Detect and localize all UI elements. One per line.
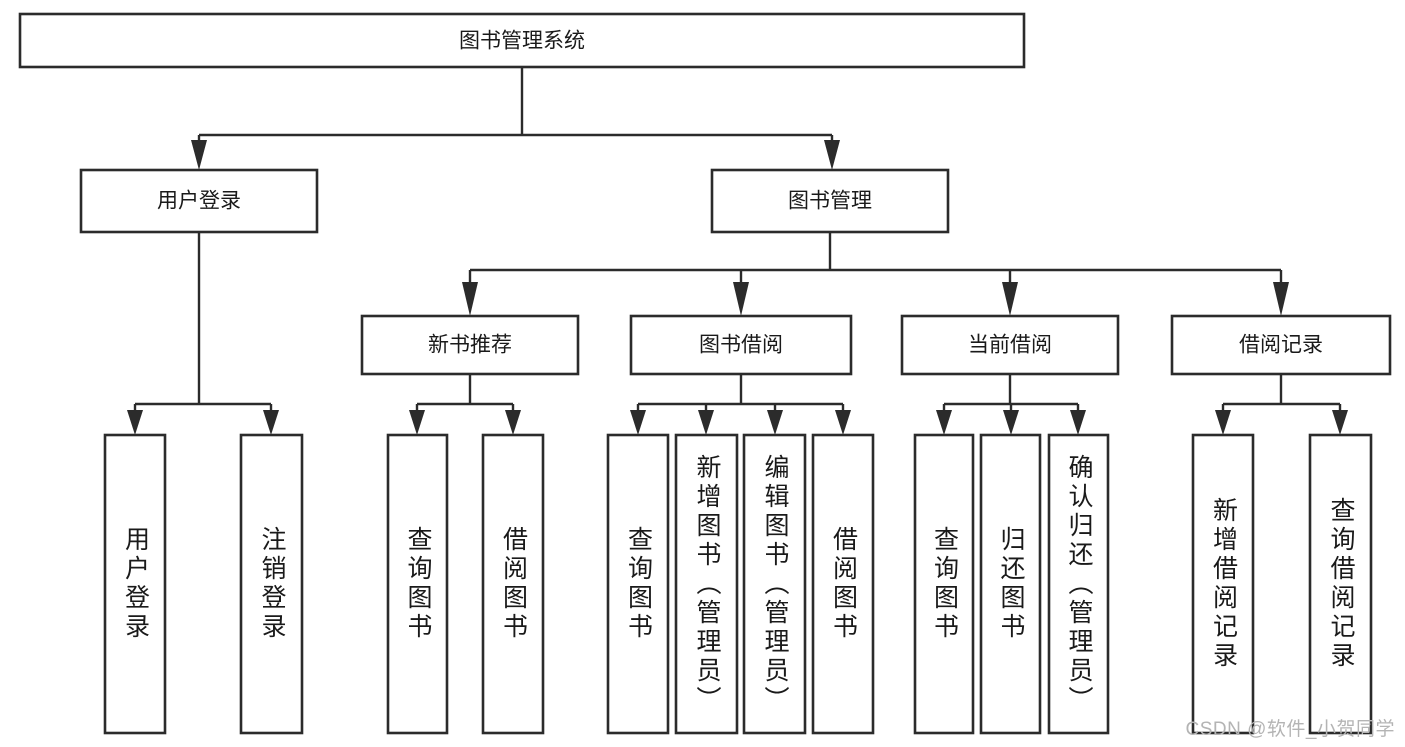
node-leaf-book-borrow-1[interactable] [674, 433, 739, 735]
node-leaf-new-book-1[interactable] [481, 433, 545, 735]
node-leaf-borrow-record-0[interactable] [1191, 433, 1255, 735]
arrow-current-2 [1070, 410, 1086, 435]
arrow-tier3-3 [1273, 282, 1289, 316]
node-current-borrow-label: 当前借阅 [968, 334, 1052, 357]
arrow-tier2-0 [191, 140, 207, 170]
node-root[interactable] [18, 12, 1026, 69]
node-new-book-recommend-label: 新书推荐 [428, 334, 512, 357]
arrow-current-1 [1003, 410, 1019, 435]
arrow-borrow-1 [698, 410, 714, 435]
node-book-borrow-label: 图书借阅 [699, 334, 783, 357]
node-leaf-borrow-record-1[interactable] [1308, 433, 1373, 735]
arrow-newbook-0 [409, 410, 425, 435]
arrow-tier3-1 [733, 282, 749, 316]
arrow-tier3-0 [462, 282, 478, 316]
arrow-record-1 [1332, 410, 1348, 435]
node-leaf-book-borrow-0[interactable] [606, 433, 670, 735]
node-book-management-label: 图书管理 [788, 190, 872, 213]
connectors [127, 67, 1348, 435]
arrow-tier3-2 [1002, 282, 1018, 316]
node-new-book-recommend[interactable] [360, 314, 580, 376]
arrow-tier2-1 [824, 140, 840, 170]
node-root-label: 图书管理系统 [459, 30, 585, 53]
node-borrow-record[interactable] [1170, 314, 1392, 376]
arrow-record-0 [1215, 410, 1231, 435]
watermark: CSDN @软件_小贺同学 [1185, 719, 1395, 740]
node-book-management[interactable] [710, 168, 950, 234]
arrow-current-0 [936, 410, 952, 435]
node-book-borrow[interactable] [629, 314, 853, 376]
node-user-login[interactable] [79, 168, 319, 234]
node-leaf-user-login-1[interactable] [239, 433, 304, 735]
node-leaf-user-login-0[interactable] [103, 433, 167, 735]
node-leaf-current-borrow-2[interactable] [1047, 433, 1110, 735]
node-leaf-book-borrow-3[interactable] [811, 433, 875, 735]
node-borrow-record-label: 借阅记录 [1239, 334, 1323, 357]
nodes: 图书管理系统 用户登录 图书管理 新书推荐 图书借阅 当前借阅 借阅记录 [18, 12, 1392, 735]
arrow-borrow-2 [767, 410, 783, 435]
arrow-newbook-1 [505, 410, 521, 435]
node-leaf-current-borrow-1[interactable] [979, 433, 1042, 735]
node-user-login-label: 用户登录 [157, 190, 241, 213]
node-leaf-new-book-0[interactable] [386, 433, 449, 735]
arrow-borrow-3 [835, 410, 851, 435]
node-leaf-book-borrow-2[interactable] [742, 433, 807, 735]
node-leaf-current-borrow-0[interactable] [913, 433, 975, 735]
arrow-userlogin-1 [263, 410, 279, 435]
arrow-userlogin-0 [127, 410, 143, 435]
arrow-borrow-0 [630, 410, 646, 435]
node-current-borrow[interactable] [900, 314, 1120, 376]
